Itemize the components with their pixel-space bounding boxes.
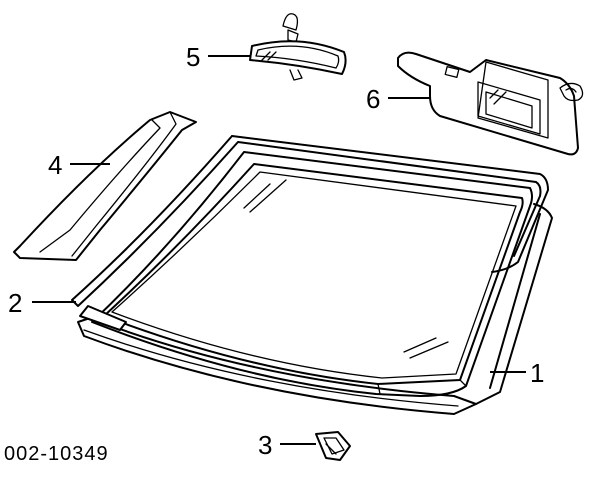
callout-label-4: 4 xyxy=(48,150,62,180)
callout-label-5: 5 xyxy=(186,42,200,72)
pillar-trim xyxy=(13,111,197,261)
drawing-number: 002-10349 xyxy=(4,443,109,465)
callout-label-2: 2 xyxy=(8,288,22,318)
windshield-glass xyxy=(79,151,533,397)
callout-label-1: 1 xyxy=(530,358,544,388)
windshield-molding xyxy=(71,135,553,415)
callout-label-6: 6 xyxy=(366,84,380,114)
callout-label-3: 3 xyxy=(258,430,272,460)
sun-visor xyxy=(397,51,584,156)
molding-clip xyxy=(315,431,351,461)
rearview-mirror xyxy=(249,13,347,81)
